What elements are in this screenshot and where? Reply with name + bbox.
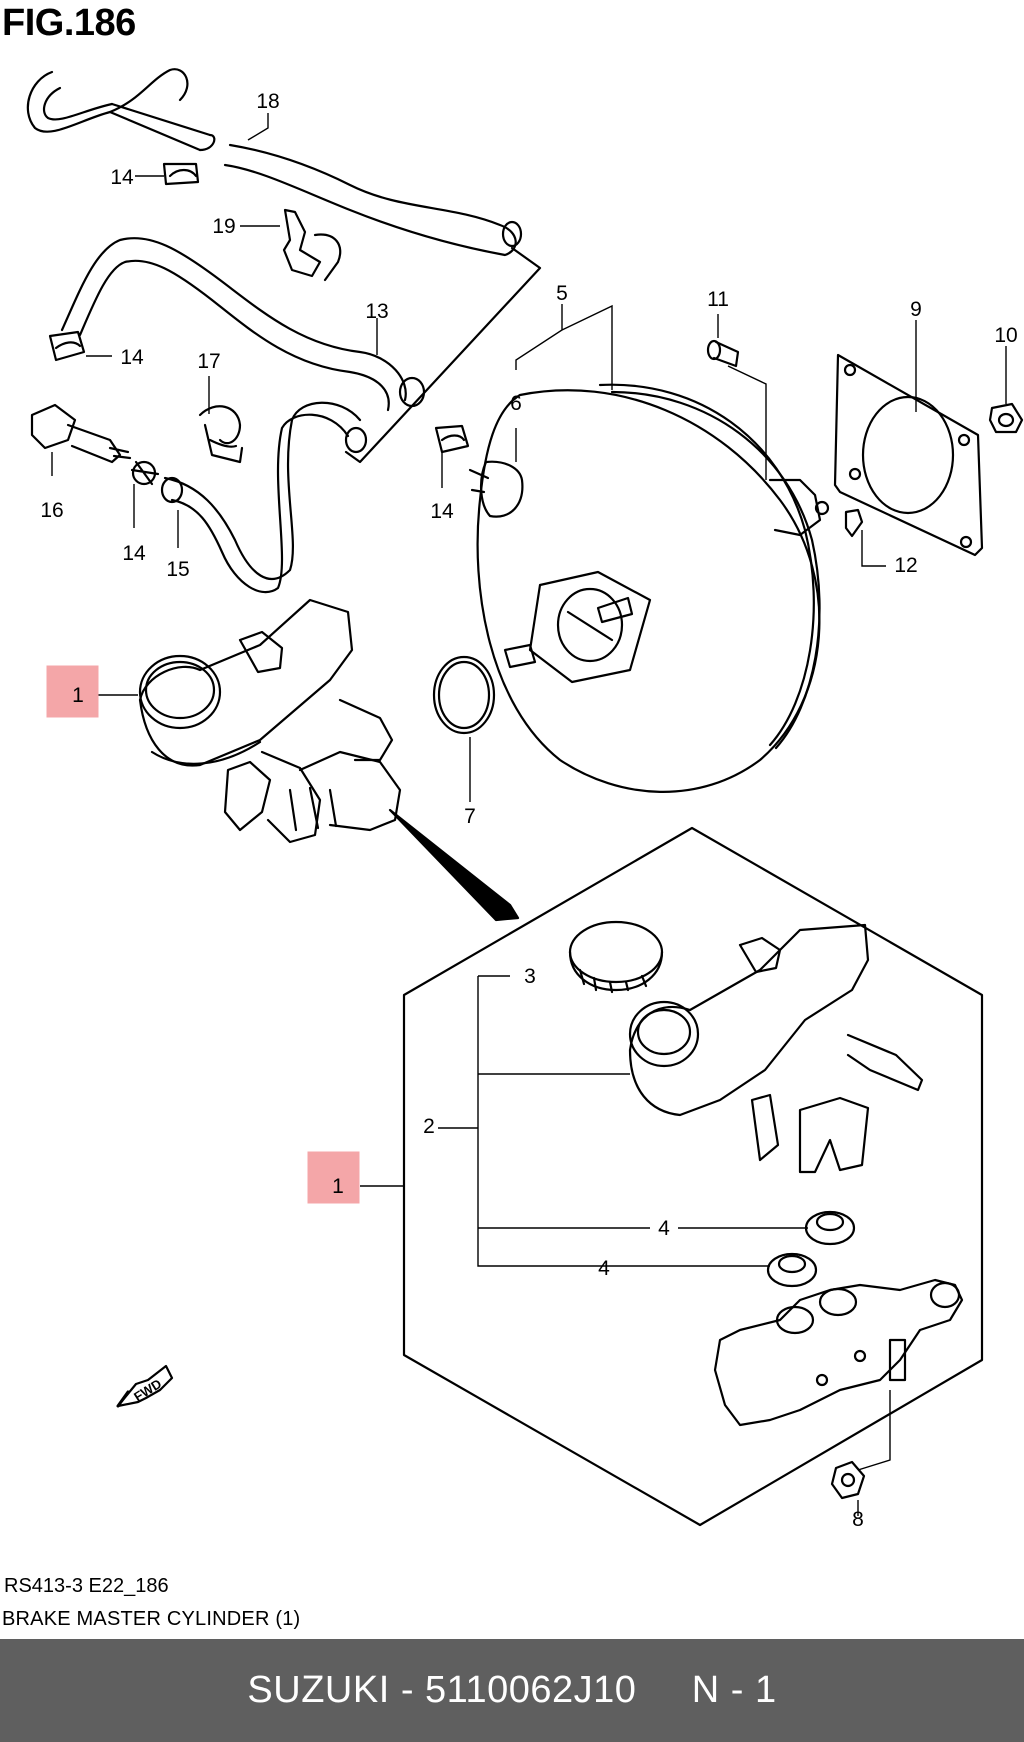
callout-16: 16 [40, 499, 63, 522]
footer-separator: - [389, 1669, 426, 1711]
callout-4-lower: 4 [598, 1257, 610, 1280]
sensor-16 [30, 403, 132, 464]
gasket-9 [833, 353, 984, 557]
highlight-box-top [46, 665, 99, 718]
zoom-arrow [388, 808, 520, 922]
vacuum-hose-15 [160, 401, 368, 594]
nut-10 [988, 402, 1024, 434]
hose-clamp-14-left [48, 330, 86, 362]
grommet-4-upper [804, 1210, 856, 1246]
callout-numbers: 18 14 19 13 14 17 16 14 15 14 5 6 11 9 1… [40, 90, 1017, 1531]
callout-14-lower: 14 [122, 542, 146, 565]
footer-brand: SUZUKI [247, 1669, 390, 1711]
callout-12: 12 [894, 554, 917, 577]
diagram-code: RS413-3 E22_186 [4, 1575, 169, 1597]
clip-17 [198, 405, 244, 464]
routing-line [344, 246, 542, 464]
clip-12 [844, 508, 864, 538]
footer-part-number: 5110062J10 [425, 1669, 637, 1711]
callout-3: 3 [524, 965, 536, 988]
callout-2: 2 [423, 1115, 435, 1138]
master-cylinder-body [713, 1278, 964, 1427]
callout-13: 13 [365, 300, 388, 323]
callout-17: 17 [197, 350, 220, 373]
callout-10: 10 [994, 324, 1017, 347]
callout-1-bottom: 1 [332, 1175, 344, 1198]
leader-lines [51, 113, 1007, 1516]
parts-diagram: 18 14 19 13 14 17 16 14 15 14 5 6 11 9 1… [26, 68, 1024, 1531]
figure-title: FIG.186 [2, 2, 136, 44]
callout-7: 7 [464, 805, 476, 828]
nut-8 [830, 1460, 866, 1500]
o-ring-7 [432, 655, 496, 735]
callout-6: 6 [510, 392, 522, 415]
callout-8: 8 [852, 1508, 864, 1531]
bolt-11 [706, 339, 740, 368]
footer-text: SUZUKI - 5110062J10 N - 1 [0, 1639, 1024, 1742]
callout-15: 15 [166, 558, 189, 581]
footer-gap [636, 1669, 691, 1712]
hose-clamp-14-top [162, 162, 200, 186]
diagram-description: BRAKE MASTER CYLINDER (1) [2, 1608, 301, 1630]
callout-11: 11 [707, 288, 729, 311]
reservoir-2 [628, 923, 924, 1174]
detail-hexagon [402, 826, 984, 1527]
callout-14-left: 14 [120, 346, 144, 369]
clip-19 [282, 208, 342, 282]
callout-1-top: 1 [72, 684, 84, 707]
hose-clamp-14-right [434, 424, 470, 454]
footer-bar: SUZUKI - 5110062J10 N - 1 [0, 1639, 1024, 1742]
footer-page: N - 1 [691, 1669, 777, 1711]
fwd-arrow-icon [116, 1364, 174, 1408]
vacuum-hose-13 [60, 237, 426, 412]
master-cylinder-assembly-top [138, 598, 402, 844]
brake-booster-5 [468, 383, 830, 793]
callout-5: 5 [556, 282, 568, 305]
callout-14-top: 14 [110, 166, 134, 189]
callout-4-upper: 4 [658, 1217, 670, 1240]
callout-14-right: 14 [430, 500, 454, 523]
callout-19: 19 [212, 215, 235, 238]
vacuum-hose-18 [26, 68, 523, 257]
callout-18: 18 [256, 90, 279, 113]
hose-clamp-14-lower [130, 460, 160, 486]
callout-9: 9 [910, 298, 922, 321]
grommet-4-lower [766, 1252, 818, 1288]
reservoir-cap-3 [568, 920, 664, 994]
highlight-box-bottom [307, 1151, 360, 1204]
